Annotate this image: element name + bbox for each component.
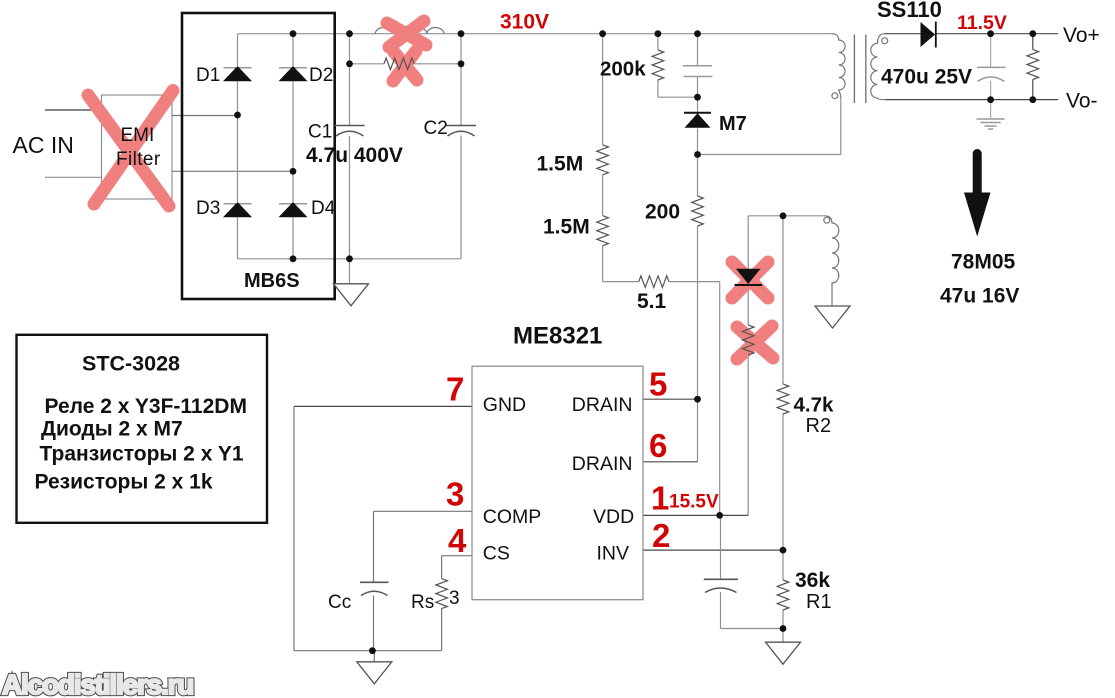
svg-text:Транзисторы 2 x Y1: Транзисторы 2 x Y1	[40, 443, 244, 466]
svg-text:Vo-: Vo-	[1066, 90, 1098, 113]
svg-text:D1: D1	[196, 65, 220, 86]
svg-text:7: 7	[446, 371, 464, 408]
svg-text:AC IN: AC IN	[13, 132, 74, 158]
svg-text:Alcodistillers.ru: Alcodistillers.ru	[2, 669, 193, 698]
svg-text:2: 2	[652, 517, 670, 554]
svg-text:C1: C1	[308, 122, 332, 143]
svg-text:Диоды 2 x М7: Диоды 2 x М7	[41, 418, 183, 441]
svg-text:78M05: 78M05	[951, 251, 1016, 274]
svg-text:VDD: VDD	[593, 506, 634, 528]
svg-text:1.5M: 1.5M	[543, 216, 590, 239]
svg-text:Alcodistillers.ru: Alcodistillers.ru	[2, 669, 193, 698]
svg-text:Реле 2 x Y3F-112DM: Реле 2 x Y3F-112DM	[45, 395, 247, 418]
svg-text:STC-3028: STC-3028	[82, 352, 180, 376]
svg-text:D4: D4	[311, 198, 336, 219]
svg-text:6: 6	[649, 427, 667, 464]
svg-text:Cc: Cc	[328, 592, 351, 613]
svg-text:CS: CS	[483, 543, 510, 565]
svg-text:GND: GND	[483, 394, 526, 416]
svg-text:1: 1	[651, 480, 669, 517]
svg-text:310V: 310V	[500, 11, 549, 34]
svg-text:5.1: 5.1	[637, 290, 667, 313]
svg-text:3: 3	[449, 588, 460, 609]
svg-text:SS110: SS110	[877, 0, 942, 22]
svg-text:15.5V: 15.5V	[669, 492, 719, 513]
svg-text:M7: M7	[719, 113, 747, 135]
svg-text:Vo+: Vo+	[1063, 24, 1100, 47]
svg-text:200: 200	[645, 201, 680, 224]
svg-text:Filter: Filter	[116, 149, 161, 170]
svg-text:R2: R2	[806, 415, 832, 437]
svg-text:5: 5	[649, 366, 667, 403]
svg-text:R1: R1	[806, 591, 832, 613]
svg-text:EMI: EMI	[121, 125, 155, 146]
svg-text:COMP: COMP	[483, 506, 542, 528]
svg-text:470u 25V: 470u 25V	[881, 66, 972, 89]
svg-text:200k: 200k	[600, 58, 646, 81]
svg-text:DRAIN: DRAIN	[572, 453, 633, 475]
svg-text:4.7k: 4.7k	[794, 394, 834, 417]
svg-text:1.5M: 1.5M	[537, 153, 584, 176]
svg-text:36k: 36k	[795, 569, 830, 592]
svg-text:MB6S: MB6S	[244, 270, 300, 292]
svg-text:11.5V: 11.5V	[957, 12, 1007, 34]
svg-text:4.7u 400V: 4.7u 400V	[306, 144, 403, 167]
svg-text:DRAIN: DRAIN	[572, 394, 633, 416]
svg-text:ME8321: ME8321	[513, 323, 602, 350]
svg-text:D2: D2	[309, 65, 333, 86]
svg-text:Резисторы 2 x 1k: Резисторы 2 x 1k	[35, 471, 213, 494]
svg-text:C2: C2	[424, 118, 448, 139]
svg-text:47u 16V: 47u 16V	[940, 285, 1019, 308]
svg-text:D3: D3	[196, 198, 220, 219]
svg-text:4: 4	[448, 522, 467, 559]
svg-text:INV: INV	[597, 543, 630, 565]
svg-text:Rs: Rs	[411, 592, 434, 613]
svg-text:3: 3	[446, 476, 464, 513]
